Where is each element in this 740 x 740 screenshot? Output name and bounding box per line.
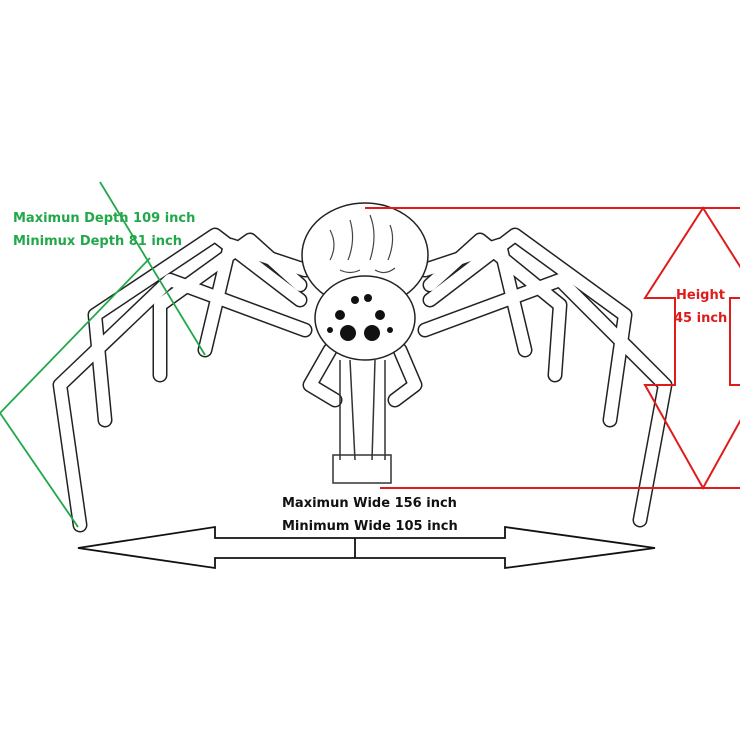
height-label: Height bbox=[676, 288, 725, 303]
max-width-label: Maximun Wide 156 inch bbox=[282, 496, 457, 511]
spider-stand bbox=[332, 359, 392, 484]
spider-legs bbox=[52, 227, 673, 533]
spider-eyes bbox=[327, 294, 393, 341]
height-arrow bbox=[365, 206, 740, 491]
width-arrow bbox=[77, 525, 656, 570]
depth-lines bbox=[0, 181, 206, 528]
min-depth-label: Minimux Depth 81 inch bbox=[13, 234, 183, 249]
height-value: 45 inch bbox=[674, 311, 728, 326]
spider-head bbox=[314, 275, 416, 361]
max-depth-label: Maximun Depth 109 inch bbox=[13, 211, 196, 226]
min-width-label: Minimum Wide 105 inch bbox=[282, 519, 458, 534]
